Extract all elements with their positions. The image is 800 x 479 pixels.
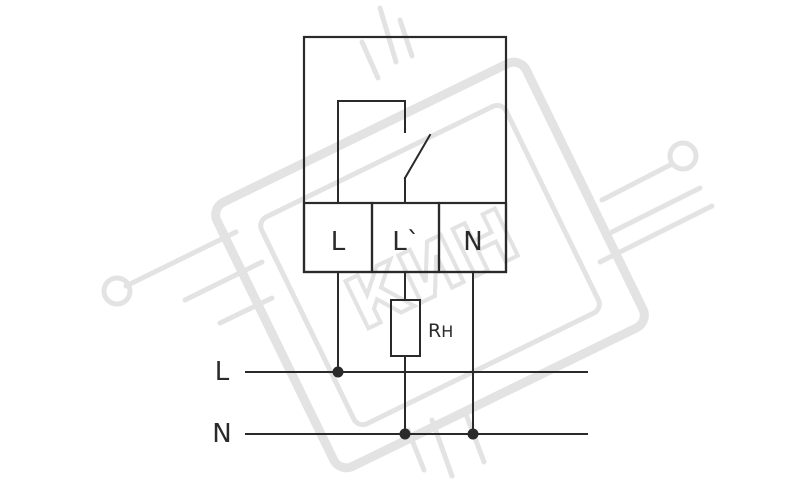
junction-dot-load-n	[399, 428, 411, 440]
internal-wire-l	[337, 100, 406, 204]
junction-dot-l	[332, 366, 344, 378]
watermark-frame	[211, 57, 649, 473]
line-label-n: N	[212, 419, 231, 449]
switch-contact	[403, 133, 432, 180]
watermark-inner-frame	[258, 102, 602, 428]
load-label: RН	[428, 320, 453, 342]
watermark-right-connector	[597, 140, 715, 265]
terminal-label-l: L	[331, 227, 346, 257]
junction-dot-n	[467, 428, 479, 440]
terminal-label-n: N	[463, 227, 482, 257]
external-wiring: RН L N	[212, 271, 588, 449]
terminal-label-l-out: L`	[392, 227, 420, 257]
watermark-left-connector	[101, 229, 275, 326]
relay-device: L L` N	[302, 35, 508, 274]
line-label-l: L	[215, 357, 230, 387]
watermark-top-prongs	[359, 5, 415, 81]
